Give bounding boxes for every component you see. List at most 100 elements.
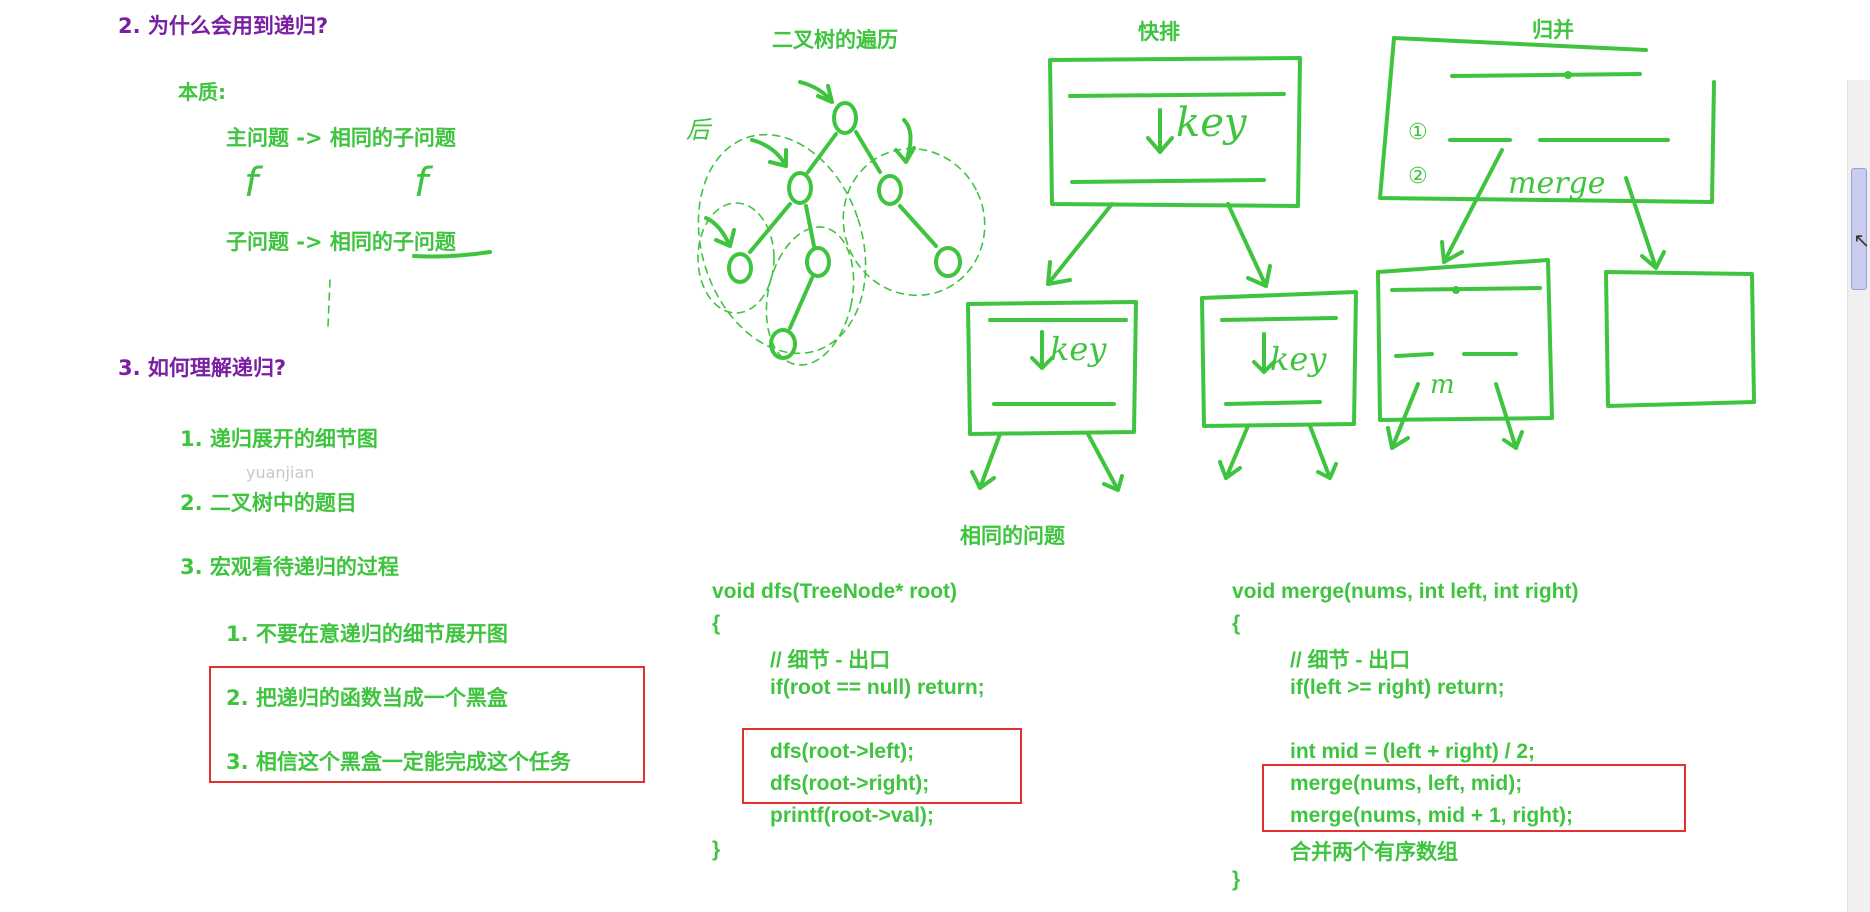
dfs-code-line-8: } — [712, 838, 721, 861]
split-arrow — [1086, 432, 1124, 492]
dfs-code-line-7: printf(root->val); — [770, 804, 934, 827]
split-arrow — [1226, 202, 1272, 288]
merge-code-line-9: } — [1232, 868, 1241, 891]
merge-code-line-6: merge(nums, left, mid); — [1290, 772, 1523, 795]
merge-code-line-5: int mid = (left + right) / 2; — [1290, 740, 1536, 763]
merge-box — [1378, 36, 1716, 204]
down-arrow-icon — [1030, 330, 1054, 370]
midpoint-dot — [1564, 71, 1572, 79]
dfs-code-line-6: dfs(root->right); — [770, 772, 930, 795]
tree-node-right — [877, 174, 903, 206]
f-symbol-left: f — [244, 160, 259, 206]
tree-edge — [898, 204, 938, 248]
down-arrow-icon — [1146, 108, 1174, 154]
merge-code-line-3: // 细节 - 出口 — [1290, 649, 1411, 672]
section-3-title: 3. 如何理解递归? — [118, 356, 287, 380]
box-line — [1068, 92, 1286, 98]
tree-node-left — [787, 171, 813, 205]
same-problem-label: 相同的问题 — [960, 524, 1065, 548]
sub-problem-line: 子问题 -> 相同的子问题 — [226, 230, 456, 254]
underline-stroke — [412, 250, 492, 259]
box-line — [1450, 72, 1642, 78]
traversal-arrow — [750, 138, 788, 168]
tree-edge — [804, 204, 816, 248]
tree-edge — [748, 202, 792, 254]
subtree-outline — [697, 133, 867, 355]
merge-sub-box-2 — [1604, 270, 1756, 408]
merge-box-top — [1392, 36, 1648, 52]
dfs-code-line-1: void dfs(TreeNode* root) — [712, 580, 958, 603]
essence-label: 本质: — [178, 80, 226, 104]
sub-item-1: 1. 不要在意递归的细节展开图 — [226, 622, 508, 646]
tree-edge — [854, 130, 882, 174]
subtree-outline — [842, 147, 986, 297]
merge-code-line-7: merge(nums, mid + 1, right); — [1290, 804, 1573, 827]
dfs-code-line-5: dfs(root->left); — [770, 740, 915, 763]
quicksort-box — [1048, 56, 1302, 208]
merge-code-line-1: void merge(nums, int left, int right) — [1232, 580, 1579, 603]
split-arrow — [1624, 176, 1666, 270]
mouse-cursor-icon: ↖ — [1853, 228, 1870, 252]
key-text-sub2: key — [1270, 340, 1327, 378]
main-problem-line: 主问题 -> 相同的子问题 — [226, 126, 456, 150]
subtree-outline — [697, 202, 775, 314]
merge-sub-box-1 — [1376, 258, 1554, 422]
split-arrow — [1494, 382, 1524, 450]
highlight-box-merge-calls — [1262, 764, 1686, 832]
dfs-code-line-2: { — [712, 612, 721, 635]
section-2-title: 2. 为什么会用到递归? — [118, 14, 329, 38]
box-line — [1224, 400, 1322, 406]
tree-node-root — [832, 101, 858, 135]
split-arrow — [1386, 382, 1420, 450]
tree-node-rr — [934, 246, 962, 278]
list-item-3: 3. 宏观看待递归的过程 — [180, 555, 399, 579]
subtree-outline — [765, 226, 855, 366]
step-1-marker: ① — [1408, 120, 1428, 145]
merge-text: merge — [1508, 166, 1606, 201]
tree-edge — [806, 132, 838, 174]
quicksort-sub-box-2 — [1200, 290, 1358, 428]
m-text: m — [1430, 370, 1455, 400]
box-line — [1394, 352, 1434, 358]
tree-edge — [788, 276, 814, 330]
tree-node-ll — [727, 252, 753, 284]
box-line — [1220, 316, 1338, 322]
dfs-code-line-4: if(root == null) return; — [770, 676, 985, 699]
mergesort-label: 归并 — [1532, 18, 1574, 42]
highlight-box-blackbox — [209, 666, 645, 783]
list-item-2: 2. 二叉树中的题目 — [180, 491, 357, 515]
traversal-arrow — [894, 118, 916, 164]
quicksort-label: 快排 — [1138, 20, 1180, 44]
watermark-text: yuanjian — [246, 463, 315, 482]
merge-code-line-8: 合并两个有序数组 — [1290, 841, 1458, 864]
highlight-box-dfs-calls — [742, 728, 1022, 804]
list-item-1: 1. 递归展开的细节图 — [180, 427, 378, 451]
step-2-marker: ② — [1408, 164, 1428, 189]
key-text-sub1: key — [1050, 330, 1107, 368]
key-text: key — [1176, 100, 1247, 146]
post-order-label: 后 — [686, 116, 710, 144]
down-arrow-icon — [1252, 332, 1276, 374]
box-line — [1070, 178, 1266, 184]
split-arrow — [1440, 148, 1504, 264]
tree-node-lr — [805, 246, 831, 278]
dashed-divider — [327, 279, 331, 327]
tree-node-lrl — [769, 328, 797, 360]
split-arrow — [1046, 202, 1114, 286]
split-arrow — [1218, 424, 1250, 480]
midpoint-dot — [1452, 286, 1460, 294]
dfs-code-line-3: // 细节 - 出口 — [770, 649, 891, 672]
scrollbar-thumb[interactable] — [1851, 168, 1867, 290]
traversal-arrow — [704, 216, 736, 248]
traversal-arrow — [798, 80, 834, 104]
tree-traversal-label: 二叉树的遍历 — [772, 28, 898, 52]
f-symbol-right: f — [414, 160, 429, 206]
quicksort-sub-box-1 — [966, 300, 1138, 436]
merge-code-line-2: { — [1232, 612, 1241, 635]
split-arrow — [970, 432, 1002, 490]
merge-code-line-4: if(left >= right) return; — [1290, 676, 1505, 699]
split-arrow — [1308, 424, 1338, 480]
sub-item-2: 2. 把递归的函数当成一个黑盒 — [226, 686, 508, 710]
sub-item-3: 3. 相信这个黑盒一定能完成这个任务 — [226, 750, 571, 774]
